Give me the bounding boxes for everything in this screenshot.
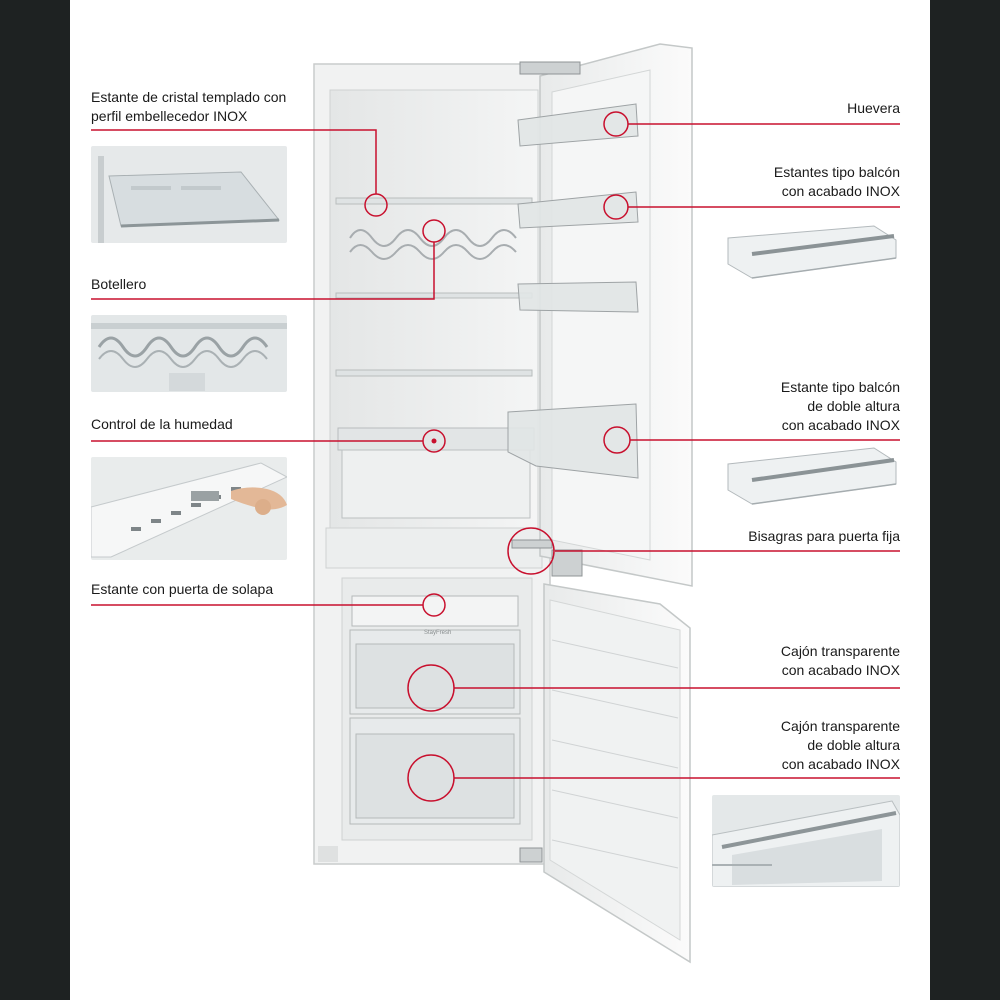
callout-bottle-rack: [91, 219, 446, 300]
label-transparent-drawer: Cajón transparente con acabado INOX: [781, 642, 900, 680]
callout-tempered-shelf: [91, 129, 388, 217]
label-line: perfil embellecedor INOX: [91, 108, 248, 124]
label-bottle-rack: Botellero: [91, 275, 146, 294]
label-line: Cajón transparente: [780, 643, 900, 659]
label-balcony-shelves: Estantes tipo balcón con acabado INOX: [774, 163, 900, 201]
humidity-drawer: [337, 427, 535, 519]
drawer-badge: StayFresh: [424, 630, 451, 636]
callout-transparent-drawer: [407, 664, 900, 712]
label-line: Botellero: [91, 276, 147, 292]
label-line: Control de la humedad: [91, 416, 233, 432]
hinges: [511, 61, 583, 863]
humidity-control-photo: [91, 457, 287, 560]
callout-flap-shelf: [91, 593, 446, 617]
label-tempered-shelf: Estante de cristal templado con perfil e…: [91, 88, 286, 126]
label-line: con acabado INOX: [781, 417, 900, 433]
freezer-door: [543, 583, 691, 964]
label-line: Bisagras para puerta fija: [748, 528, 900, 544]
callout-double-drawer: [407, 754, 900, 802]
double-balcony-photo: [724, 444, 900, 506]
label-double-drawer: Cajón transparente de doble altura con a…: [781, 717, 900, 774]
label-line: con acabado INOX: [781, 756, 900, 772]
wine-rack: [349, 229, 517, 260]
shelf-detail-photo: [91, 146, 287, 243]
callout-hinges: [507, 527, 900, 575]
label-line: de doble altura: [807, 398, 900, 414]
callout-balcony-shelves: [603, 194, 900, 220]
label-line: Estante con puerta de solapa: [91, 581, 274, 597]
label-egg-tray: Huevera: [847, 99, 900, 118]
callout-double-balcony: [603, 426, 900, 454]
label-flap-shelf: Estante con puerta de solapa: [91, 580, 273, 599]
label-hinges: Bisagras para puerta fija: [748, 527, 900, 546]
label-line: Cajón transparente: [780, 718, 900, 734]
label-line: Estante tipo balcón: [780, 379, 900, 395]
callout-humidity-control: [91, 429, 446, 453]
label-line: con acabado INOX: [781, 183, 900, 199]
balcony-shelf-photo: [724, 224, 900, 280]
label-line: Estantes tipo balcón: [773, 164, 900, 180]
label-double-balcony: Estante tipo balcón de doble altura con …: [781, 378, 900, 435]
callout-egg-tray: [603, 111, 900, 137]
bottle-rack-photo: [91, 315, 287, 392]
label-line: con acabado INOX: [781, 662, 900, 678]
label-line: de doble altura: [807, 737, 900, 753]
double-drawer-photo: [712, 795, 900, 887]
label-humidity-control: Control de la humedad: [91, 415, 233, 434]
freezer-drawers: [349, 595, 521, 825]
label-line: Huevera: [847, 100, 900, 116]
label-line: Estante de cristal templado con: [91, 89, 287, 105]
